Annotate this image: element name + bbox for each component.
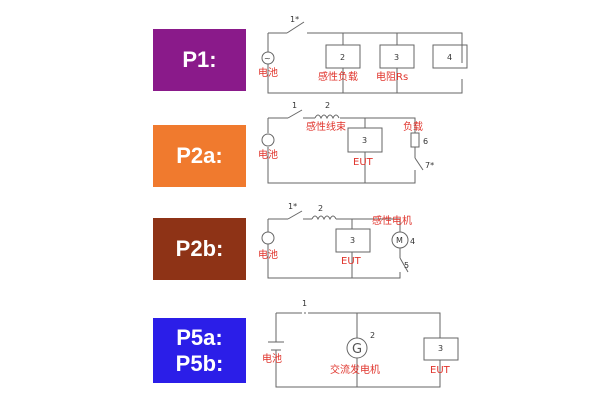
p2b-num-5: 5	[404, 261, 409, 270]
p2b-left-wire	[267, 219, 401, 279]
p2b-motor-symbol: M	[396, 236, 403, 245]
p1-left-wire	[267, 33, 463, 94]
p1-resistor-box	[379, 44, 415, 69]
p2a-num-3: 3	[362, 136, 367, 145]
p2b-battery-label: 电池	[258, 248, 278, 261]
p5-eut-box	[423, 337, 459, 361]
p1-box-4	[432, 44, 468, 69]
p5-gen-symbol: G	[352, 342, 362, 357]
p2b-num-4: 4	[410, 237, 415, 246]
panel-label-p2a: P2a:	[153, 125, 246, 187]
p2a-num-6: 6	[423, 137, 428, 146]
p2b-battery-icon	[261, 231, 275, 245]
p1-load-box	[325, 44, 361, 69]
p2a-num-2: 2	[325, 101, 330, 110]
p5b-label: P5b:	[175, 350, 224, 376]
p5a-label: P5a:	[176, 324, 223, 350]
p5-top-wire	[276, 312, 441, 338]
p1-num-3: 3	[394, 53, 399, 62]
p5-battery-label: 电池	[262, 352, 282, 365]
p1-num-1: 1*	[290, 15, 299, 24]
p2b-num-2: 2	[318, 204, 323, 213]
p2b-num-1: 1*	[288, 202, 297, 211]
p2b-switch-5	[399, 257, 409, 273]
circuit-p2a: 1 2 3 6 7* 电池 感性线束 负载 EUT	[258, 101, 434, 184]
p5-num-2: 2	[370, 331, 375, 340]
svg-text:~: ~	[264, 54, 271, 63]
p2a-harness-label: 感性线束	[306, 120, 346, 133]
p2a-label: P2a:	[176, 143, 223, 168]
p5-num-1: 1	[302, 299, 307, 308]
p2a-inductor	[314, 114, 340, 120]
p1-battery-label: 电池	[258, 66, 278, 79]
p5-eut-label: EUT	[430, 365, 451, 376]
p2a-num-1: 1	[292, 101, 297, 110]
circuit-p5: G 1 2 3 电池 交流发电机 EUT	[262, 299, 459, 388]
p2a-battery-icon	[261, 133, 275, 147]
p1-label: P1:	[182, 47, 217, 72]
p2b-switch	[287, 210, 303, 220]
p1-battery-icon	[261, 51, 275, 65]
p2a-eut-label: EUT	[353, 157, 374, 168]
p1-switch	[286, 21, 305, 34]
p2b-top-wire	[268, 218, 401, 232]
p2a-switch	[287, 109, 303, 119]
p2b-motor-label: 感性电机	[372, 214, 412, 227]
p2a-eut-box	[347, 127, 383, 153]
p1-load-label: 感性负载	[318, 70, 358, 83]
p1-num-2: 2	[340, 53, 345, 62]
p2a-left-wire	[267, 118, 416, 184]
p2a-switch-7	[414, 157, 424, 171]
p2b-num-3: 3	[350, 236, 355, 245]
p5-alternator-label: 交流发电机	[330, 363, 380, 376]
circuit-p1: ~ 1* 2 3 4 电池 感性负载 电阻Rs	[258, 15, 468, 94]
p2b-eut-label: EUT	[341, 256, 362, 267]
p1-load-wires	[342, 33, 398, 93]
circuit-p2b: M 1* 2 3 4 5 电池 感性电机 EUT	[258, 202, 415, 279]
p1-top-wire	[268, 32, 463, 63]
panel-label-p5: P5a: P5b:	[153, 318, 246, 383]
p2b-eut-box	[335, 228, 371, 253]
p5-num-3: 3	[438, 344, 443, 353]
panel-label-p2b: P2b:	[153, 218, 246, 280]
p1-resistor-label: 电阻Rs	[376, 70, 408, 83]
p2a-load-resistor	[410, 132, 420, 148]
p5-generator-icon	[346, 337, 368, 359]
panel-label-p1: P1:	[153, 29, 246, 91]
p2b-label: P2b:	[175, 236, 224, 261]
p2a-load-label: 负载	[403, 120, 423, 133]
p1-num-4: 4	[447, 53, 452, 62]
p2b-inductor	[311, 215, 337, 221]
p2a-battery-label: 电池	[258, 148, 278, 161]
p5-left-wire	[275, 313, 441, 388]
p2a-num-7: 7*	[425, 161, 434, 170]
